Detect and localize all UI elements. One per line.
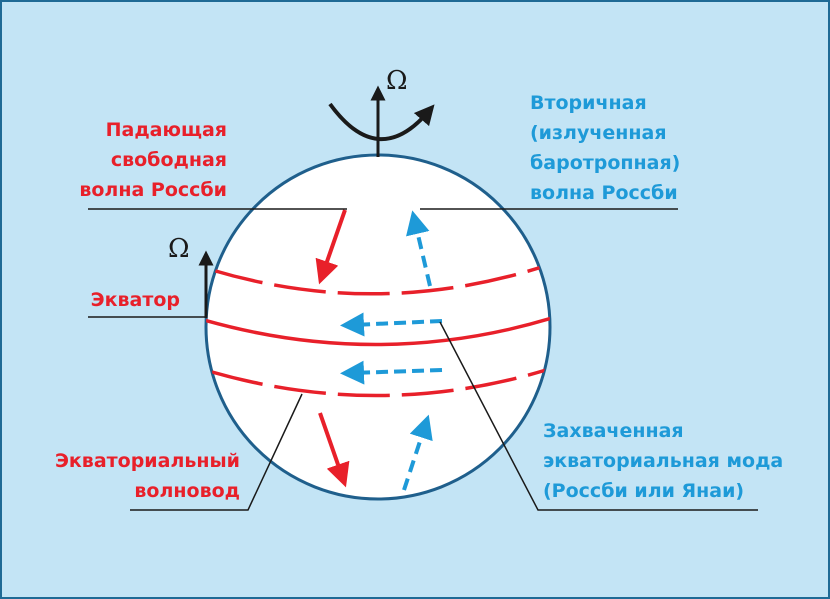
equator-label: Экватор xyxy=(90,289,180,311)
equatorial-waveguide-lines xyxy=(206,263,550,398)
omega-top-symbol: Ω xyxy=(386,66,408,96)
secondary-wave-arrow-bottom xyxy=(402,414,433,491)
equatorial-waveguide-label: Экваториальный волновод xyxy=(54,450,240,502)
globe-sphere xyxy=(204,153,552,501)
rotation-arrow-icon xyxy=(328,102,435,141)
leader-waveguide xyxy=(130,393,303,511)
incident-wave-arrow-top xyxy=(315,209,347,285)
incident-wave-arrow-bottom xyxy=(318,412,350,488)
trapped-mode-label: Захваченная экваториальная мода (Россби … xyxy=(543,420,784,502)
trapped-mode-arrow-upper xyxy=(340,312,443,337)
leader-trapped-mode xyxy=(439,321,758,511)
lower-dashed-latitude xyxy=(211,368,547,398)
secondary-wave-arrow-top xyxy=(406,210,432,287)
secondary-wave-label: Вторичная (излученная баротропная) волна… xyxy=(530,92,681,204)
upper-dashed-latitude xyxy=(211,263,549,296)
trapped-mode-arrow-lower xyxy=(340,360,443,385)
equator-line xyxy=(206,316,550,347)
falling-wave-label: Падающая свободная волна Россби xyxy=(79,119,227,201)
omega-left-symbol: Ω xyxy=(168,234,190,264)
